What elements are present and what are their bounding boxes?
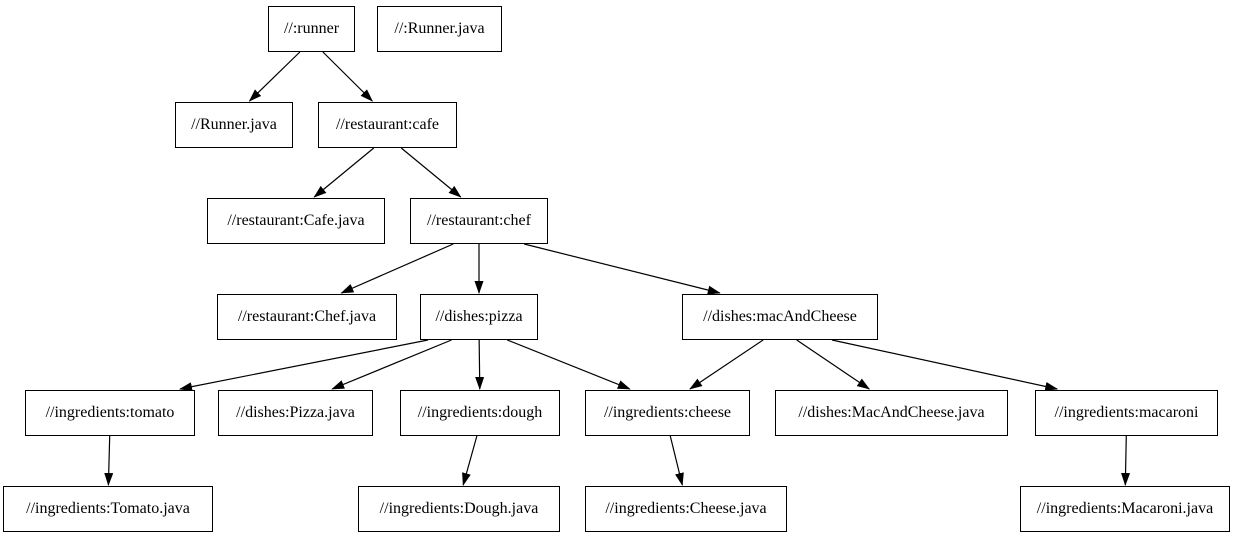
- graph-node-label: //dishes:Pizza.java: [236, 404, 355, 421]
- graph-node-dough: //ingredients:dough: [400, 390, 560, 436]
- edge-pizza-to-dough: [475, 339, 485, 390]
- graph-node-label: //ingredients:Macaroni.java: [1036, 500, 1214, 517]
- edge-pizza-to-pizza-java: [331, 339, 452, 390]
- edge-mac-to-mac-java: [796, 339, 871, 390]
- edge-runner-to-cafe: [322, 51, 374, 102]
- edge-mac-to-macaroni: [831, 339, 1059, 391]
- graph-node-label: //restaurant:Chef.java: [237, 308, 377, 325]
- graph-node-macaroni-java: //ingredients:Macaroni.java: [1020, 486, 1230, 532]
- graph-node-label: //dishes:macAndCheese: [703, 308, 857, 325]
- edge-macaroni-to-macaroni-java: [1121, 435, 1131, 486]
- graph-node-runner: //:runner: [268, 6, 355, 52]
- graph-node-label: //dishes:pizza: [435, 308, 523, 325]
- graph-node-label: //ingredients:Dough.java: [379, 500, 539, 517]
- graph-node-dough-java: //ingredients:Dough.java: [358, 486, 560, 532]
- graph-node-label: //restaurant:cafe: [335, 116, 440, 133]
- graph-node-macaroni: //ingredients:macaroni: [1035, 390, 1218, 436]
- edge-mac-to-cheese: [689, 339, 764, 390]
- graph-node-label: //ingredients:cheese: [603, 404, 732, 421]
- graph-node-label: //ingredients:dough: [417, 404, 543, 421]
- graph-node-label: //ingredients:Tomato.java: [26, 500, 190, 517]
- graph-node-label: //restaurant:Cafe.java: [227, 212, 365, 229]
- graph-node-label: //dishes:MacAndCheese.java: [798, 404, 985, 421]
- graph-node-cafe-java: //restaurant:Cafe.java: [207, 198, 385, 244]
- edge-pizza-to-cheese: [507, 339, 631, 390]
- edge-cafe-to-chef: [400, 147, 462, 198]
- graph-node-cafe: //restaurant:cafe: [318, 102, 457, 148]
- graph-node-cheese-java: //ingredients:Cheese.java: [585, 486, 787, 532]
- edge-pizza-to-tomato: [179, 339, 429, 392]
- graph-node-pizza-java: //dishes:Pizza.java: [218, 390, 373, 436]
- graph-node-label: //ingredients:tomato: [45, 404, 175, 421]
- edges: [104, 51, 1131, 486]
- graph-node-mac-java: //dishes:MacAndCheese.java: [775, 390, 1008, 436]
- graph-node-label: //ingredients:macaroni: [1054, 404, 1199, 421]
- graph-node-chef: //restaurant:chef: [410, 198, 548, 244]
- graph-node-label: //ingredients:Cheese.java: [605, 500, 767, 517]
- edge-dough-to-dough-java: [462, 435, 478, 486]
- edge-runner-to-runner-java: [248, 51, 301, 102]
- graph-node-cheese: //ingredients:cheese: [585, 390, 750, 436]
- graph-node-runner-java-top: //:Runner.java: [377, 6, 502, 52]
- graph-node-mac: //dishes:macAndCheese: [682, 294, 878, 340]
- graph-node-label: //Runner.java: [191, 116, 277, 133]
- graph-node-tomato: //ingredients:tomato: [25, 390, 195, 436]
- edge-chef-to-mac: [524, 243, 721, 295]
- graph-node-runner-java: //Runner.java: [175, 102, 293, 148]
- graph-node-chef-java: //restaurant:Chef.java: [217, 294, 397, 340]
- graph-node-label: //:Runner.java: [394, 20, 485, 37]
- graph-node-label: //restaurant:chef: [427, 212, 531, 229]
- edge-chef-to-chef-java: [340, 243, 454, 294]
- edge-cheese-to-cheese-java: [669, 435, 684, 486]
- edge-cafe-to-cafe-java: [313, 147, 375, 198]
- edge-tomato-to-tomato-java: [104, 435, 114, 486]
- graph-node-label: //:runner: [283, 20, 340, 37]
- graph-node-pizza: //dishes:pizza: [420, 294, 538, 340]
- graph-node-tomato-java: //ingredients:Tomato.java: [3, 486, 213, 532]
